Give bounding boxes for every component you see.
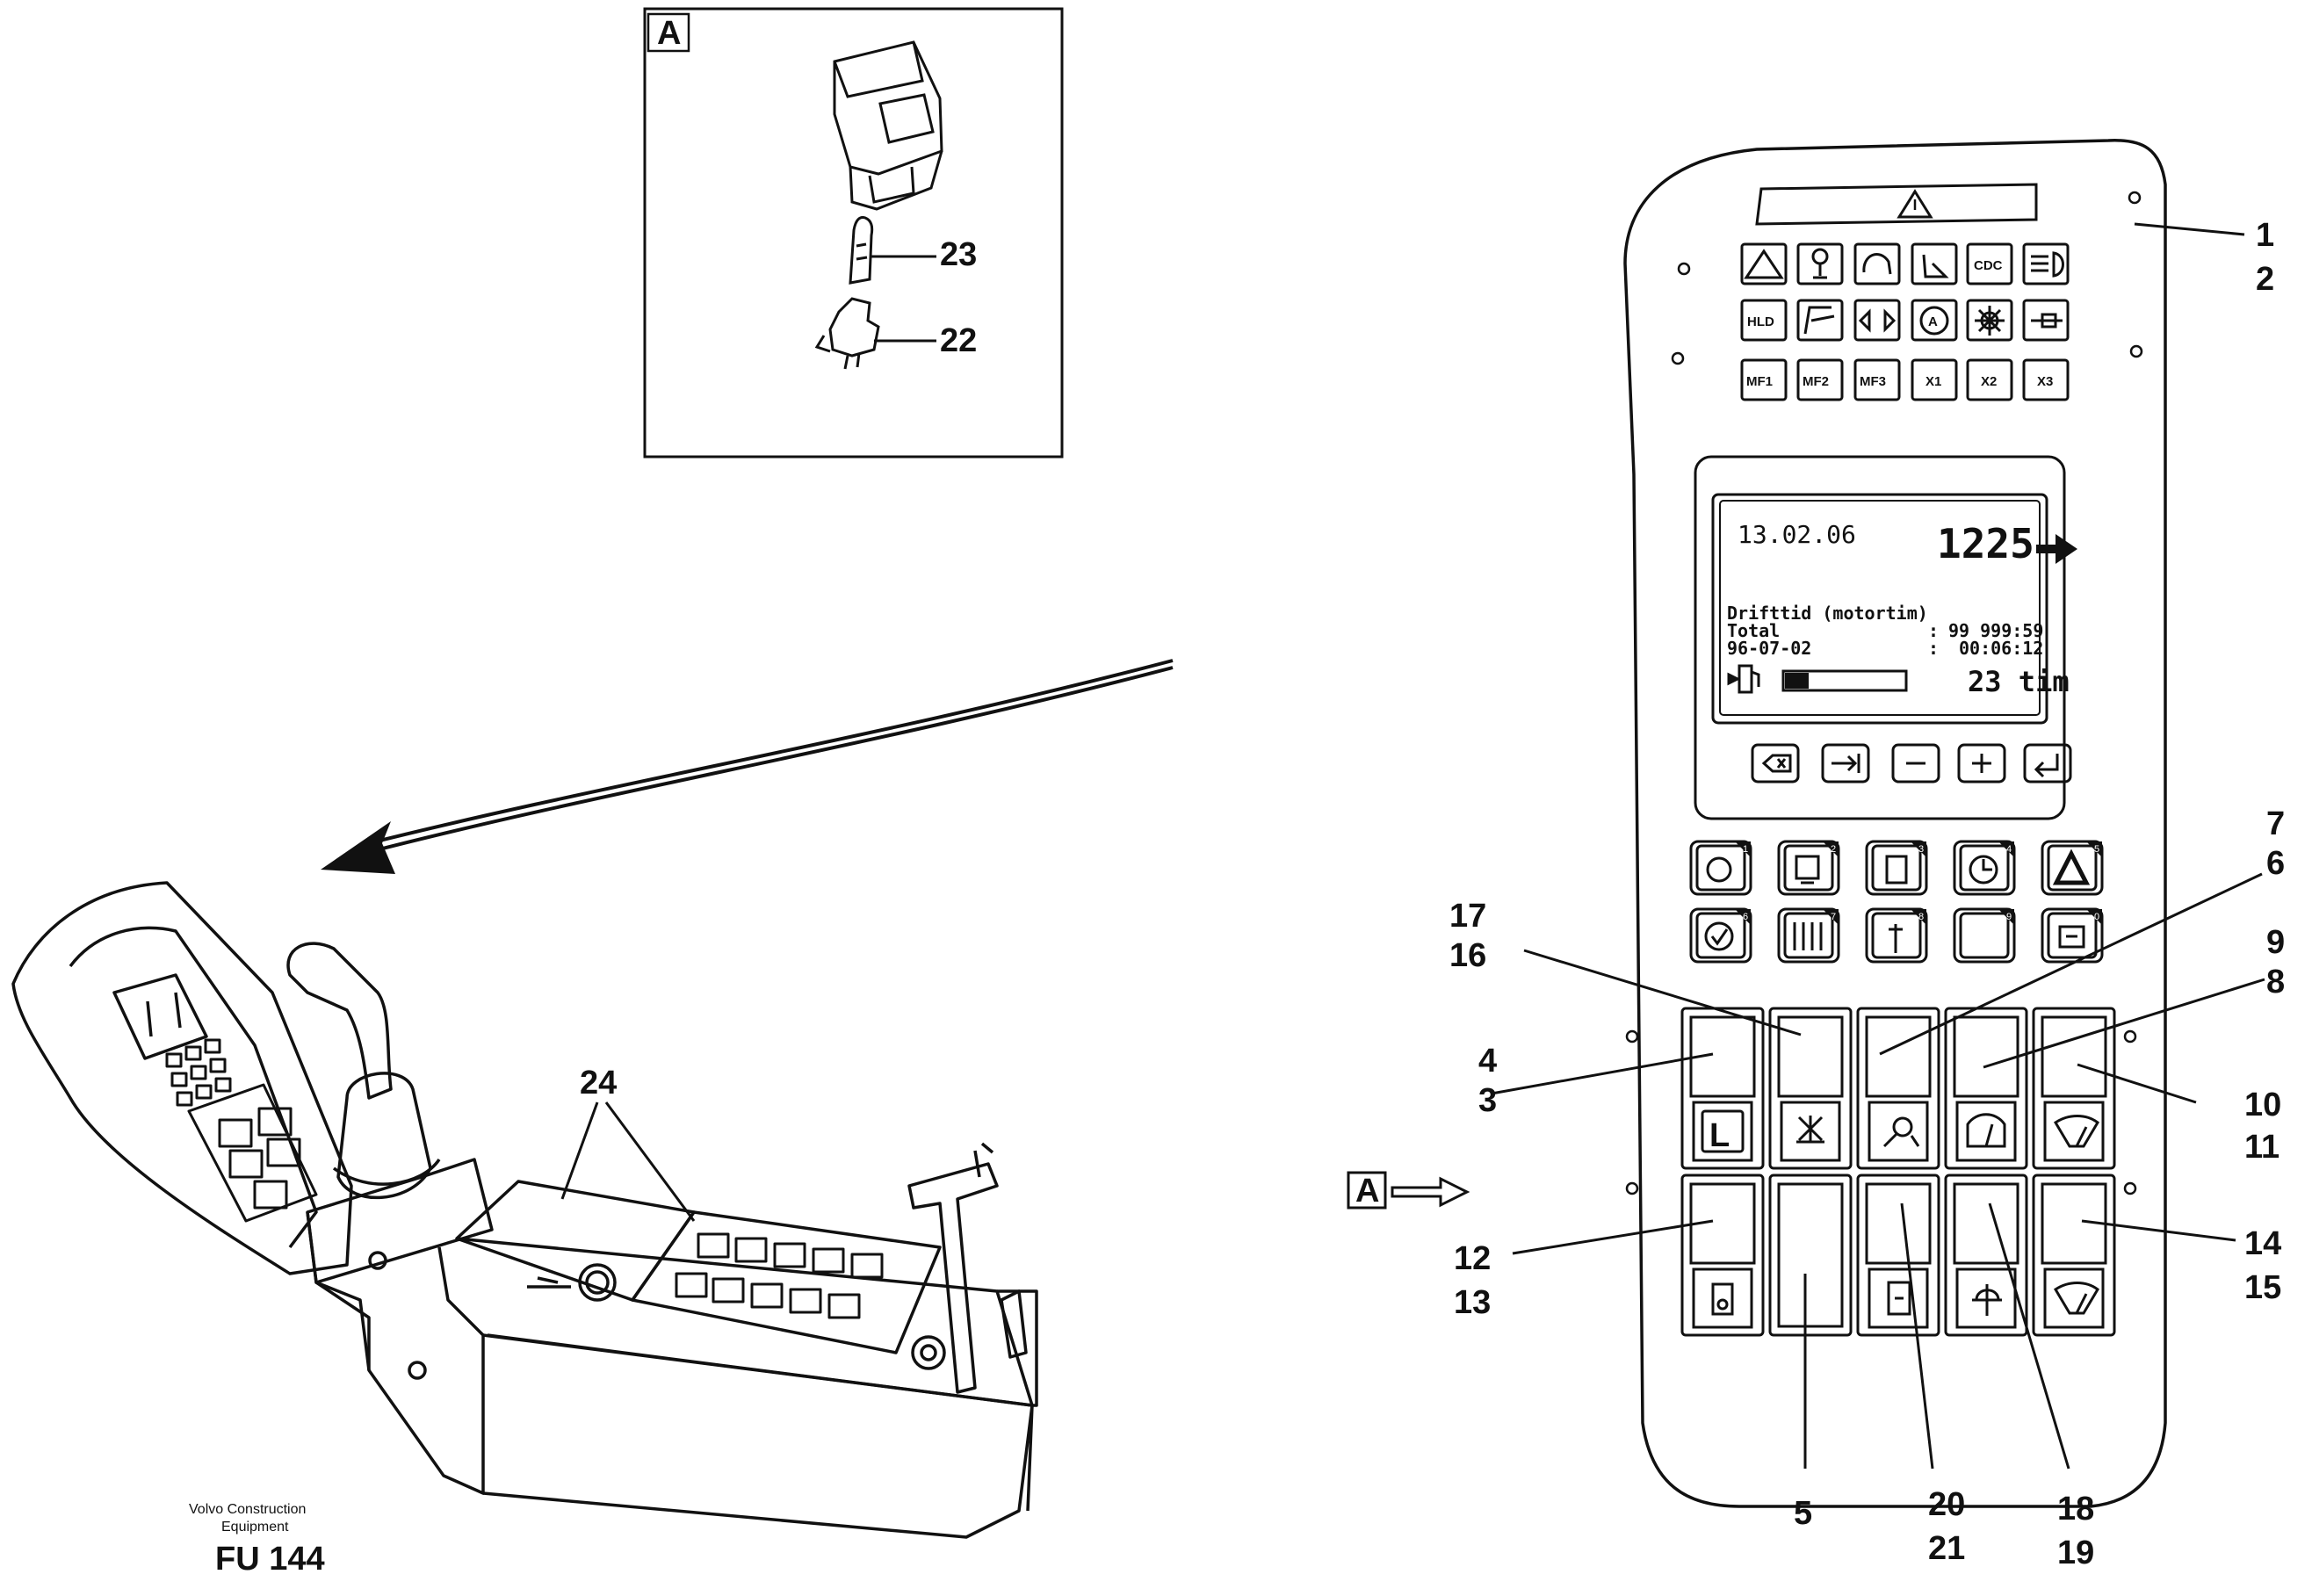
callout-11: 11	[2244, 1129, 2279, 1166]
footer-line2: Equipment	[221, 1520, 289, 1535]
fuel-gauge-fill	[1785, 673, 1809, 689]
key-num-3: 3	[1918, 844, 1924, 855]
inset-label: A	[657, 15, 681, 52]
lcd-line1-label: Total	[1727, 620, 1780, 641]
display-nav-keys	[1751, 743, 2072, 784]
panel-callout-labels: 1 2 7 6 17 16 9 8 4 3 10 11 12 13 14 15 …	[1449, 217, 2285, 1571]
callout-23: 23	[940, 236, 977, 273]
tab-key[interactable]	[1821, 743, 1870, 784]
switch-l-label: L	[1709, 1117, 1730, 1154]
key-x1: X1	[1925, 374, 1941, 389]
lcd-line1-sep: :	[1928, 620, 1939, 641]
lcd-line2-label: 96-07-02	[1727, 638, 1811, 659]
auto-icon: A	[1928, 314, 1938, 329]
key-hld: HLD	[1747, 314, 1774, 329]
footer-code: FU 144	[215, 1541, 325, 1578]
key-mf2: MF2	[1803, 374, 1829, 389]
minus-key[interactable]	[1891, 743, 1940, 784]
inset-a: A 23 22	[643, 7, 1064, 459]
control-panel: CDC HLD A MF1 MF2 MF3 X1	[1623, 139, 2167, 1508]
footer: Volvo Construction Equipment FU 144	[189, 1502, 325, 1578]
rocker-switch-bank-lower	[1680, 1174, 2116, 1337]
rocker-switch-drawing	[833, 40, 943, 211]
callout-15: 15	[2244, 1269, 2281, 1306]
enter-key[interactable]	[2023, 743, 2072, 784]
footer-line1: Volvo Construction	[189, 1502, 306, 1517]
callout-20: 20	[1928, 1486, 1965, 1523]
operator-console-drawing	[11, 881, 1038, 1539]
callout-21: 21	[1928, 1530, 1965, 1567]
key-mf1: MF1	[1746, 374, 1773, 389]
callout-13: 13	[1454, 1284, 1491, 1321]
plus-key[interactable]	[1957, 743, 2006, 784]
indicator-row-3	[1740, 358, 2070, 401]
callout-14: 14	[2244, 1225, 2281, 1262]
key-num-1: 1	[1743, 844, 1748, 855]
key-num-7: 7	[1831, 912, 1836, 922]
callout-24-group: 24	[560, 1065, 696, 1222]
key-number-labels: 1 2 3 4 5 6 7 8 9 0	[1743, 844, 2099, 922]
callout-19: 19	[2057, 1535, 2094, 1571]
function-keys	[1689, 840, 2104, 964]
callout-1: 1	[2256, 217, 2274, 254]
callout-7: 7	[2266, 805, 2285, 842]
right-arrow-icon	[2036, 534, 2077, 564]
view-a-label: A	[1355, 1173, 1379, 1210]
key-num-0: 0	[2094, 912, 2099, 922]
indicator-row-2	[1740, 299, 2070, 342]
callout-17: 17	[1449, 898, 1486, 935]
callout-16: 16	[1449, 937, 1486, 974]
rocker-switch-bank-upper	[1680, 1007, 2116, 1170]
callout-24: 24	[580, 1065, 617, 1101]
view-a-pointer: A	[1347, 1171, 1470, 1210]
lcd-line2-sep: :	[1928, 638, 1939, 659]
key-x3: X3	[2037, 374, 2053, 389]
callout-12: 12	[1454, 1240, 1491, 1277]
callout-8: 8	[2266, 964, 2285, 1000]
callout-2: 2	[2256, 261, 2274, 298]
fuel-pump-icon	[1727, 664, 1760, 694]
key-num-2: 2	[1831, 844, 1836, 855]
callout-10: 10	[2244, 1087, 2281, 1123]
lcd-title: Drifttid (motortim)	[1727, 603, 1928, 624]
lcd-date: 13.02.06	[1738, 520, 1856, 549]
callout-4: 4	[1478, 1043, 1497, 1080]
bulb-drawing	[849, 216, 874, 285]
callout-18: 18	[2057, 1491, 2094, 1527]
panel-callouts	[1491, 222, 2265, 1470]
key-mf3: MF3	[1860, 374, 1886, 389]
lcd-line1-value: 99 999:59	[1948, 620, 2043, 641]
lcd-number: 1225	[1937, 520, 2034, 567]
callout-9: 9	[2266, 924, 2285, 961]
lcd-display: 13.02.06 1225 Drifttid (motortim) Total …	[1727, 520, 2077, 698]
key-num-9: 9	[2006, 912, 2012, 922]
callout-3: 3	[1478, 1082, 1497, 1119]
key-num-5: 5	[2094, 844, 2099, 855]
key-num-6: 6	[1743, 912, 1748, 922]
callout-5: 5	[1794, 1495, 1812, 1532]
callout-22: 22	[940, 322, 977, 359]
indicator-row-1	[1740, 242, 2070, 285]
lcd-hours: 23 tim	[1968, 665, 2070, 698]
pointer-arrow	[321, 659, 1174, 874]
key-number-tabs	[1735, 841, 2102, 925]
key-cdc: CDC	[1974, 258, 2003, 273]
fuel-gauge	[1781, 669, 1908, 692]
key-x2: X2	[1981, 374, 1997, 389]
backspace-key[interactable]	[1751, 743, 1800, 784]
key-num-8: 8	[1918, 912, 1924, 922]
mounting-holes	[1625, 191, 2143, 1195]
key-num-4: 4	[2006, 844, 2012, 855]
lcd-line2-value: 00:06:12	[1959, 638, 2043, 659]
bulb-holder-drawing	[814, 297, 880, 370]
callout-6: 6	[2266, 845, 2285, 882]
